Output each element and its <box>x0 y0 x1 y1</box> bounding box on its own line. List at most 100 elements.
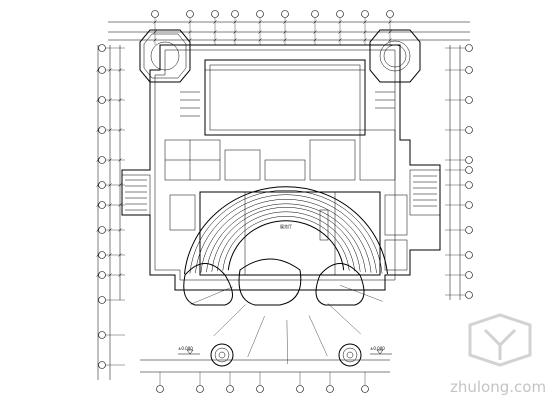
axis-bubble <box>156 385 164 393</box>
axis-bubble <box>98 44 106 52</box>
dim-tick <box>363 38 367 42</box>
east-stair <box>409 169 441 216</box>
axis-bubble <box>256 385 264 393</box>
dim-tick <box>388 38 392 42</box>
dim-tick <box>153 38 157 42</box>
axis-bubble <box>231 10 239 18</box>
axis-bubble <box>226 385 234 393</box>
elevation-left-label: ±0.000 <box>178 346 193 351</box>
dimension-ticks <box>96 20 392 277</box>
fountain-right <box>338 343 362 367</box>
dim-tick <box>118 98 122 102</box>
elevation-marker-left: ±0.000 <box>178 346 200 355</box>
axis-bubble <box>296 385 304 393</box>
dim-tick <box>283 20 287 24</box>
axis-bubble <box>98 296 106 304</box>
dim-tick <box>153 30 157 34</box>
dim-tick <box>96 98 100 102</box>
step-radial-line <box>190 286 233 305</box>
corner-tower-right <box>369 29 421 83</box>
step-arc <box>227 220 345 271</box>
dim-tick <box>283 38 287 42</box>
axis-bubble <box>465 126 473 134</box>
dim-tick <box>118 273 122 277</box>
dim-tick <box>118 203 122 207</box>
west-stair <box>121 174 151 216</box>
step-arc <box>217 211 355 272</box>
dim-tick <box>338 30 342 34</box>
dim-tick <box>338 20 342 24</box>
axis-bubble <box>211 10 219 18</box>
dim-tick <box>188 20 192 24</box>
axis-bubble <box>465 166 473 174</box>
elevation-marker-right: ±0.000 <box>370 346 392 355</box>
dim-tick <box>96 68 100 72</box>
front-bays <box>183 258 365 306</box>
axis-bubble <box>186 10 194 18</box>
dim-tick <box>363 20 367 24</box>
dim-tick <box>108 253 112 257</box>
axis-bubble <box>465 271 473 279</box>
dim-tick <box>388 20 392 24</box>
dimension-lines <box>97 21 470 380</box>
hall-label: 展览厅 <box>280 223 292 229</box>
dim-tick <box>258 20 262 24</box>
step-radial-line <box>286 319 288 365</box>
step-arc <box>189 190 383 274</box>
dim-tick <box>96 228 100 232</box>
axis-bubble <box>465 44 473 52</box>
dim-tick <box>118 228 122 232</box>
dim-tick <box>313 20 317 24</box>
axis-bubble <box>98 66 106 74</box>
dim-tick <box>118 183 122 187</box>
dim-tick <box>338 38 342 42</box>
axis-bubble <box>98 181 106 189</box>
axis-bubble <box>465 226 473 234</box>
dim-tick <box>108 68 112 72</box>
axis-bubble <box>465 251 473 259</box>
dim-tick <box>96 128 100 132</box>
axis-bubble <box>465 96 473 104</box>
dim-tick <box>258 30 262 34</box>
fountain-left <box>210 343 234 367</box>
axis-bubble <box>98 96 106 104</box>
dim-tick <box>108 228 112 232</box>
dim-tick <box>108 273 112 277</box>
axis-bubble <box>98 201 106 209</box>
dim-tick <box>313 38 317 42</box>
step-radial-line <box>339 285 383 302</box>
bottom-axis-bubbles <box>156 372 369 393</box>
dim-tick <box>96 203 100 207</box>
dim-tick <box>153 20 157 24</box>
axis-bubble <box>465 66 473 74</box>
axis-bubble <box>98 361 106 369</box>
dim-tick <box>233 30 237 34</box>
dim-tick <box>108 158 112 162</box>
step-radial-line <box>308 315 328 356</box>
dim-tick <box>96 273 100 277</box>
dim-tick <box>233 38 237 42</box>
building-outline <box>121 44 441 291</box>
dim-tick <box>233 20 237 24</box>
step-arc <box>222 216 350 271</box>
axis-bubble <box>98 331 106 339</box>
axis-bubble <box>386 10 394 18</box>
axis-bubble <box>151 10 159 18</box>
dim-tick <box>213 20 217 24</box>
step-arc <box>195 194 377 274</box>
dim-tick <box>118 128 122 132</box>
dim-tick <box>313 30 317 34</box>
axis-bubble <box>326 385 334 393</box>
axis-bubble <box>98 271 106 279</box>
dim-tick <box>283 30 287 34</box>
dim-tick <box>118 68 122 72</box>
dim-tick <box>118 253 122 257</box>
dim-tick <box>96 158 100 162</box>
dim-tick <box>96 183 100 187</box>
dim-tick <box>213 38 217 42</box>
axis-bubble <box>465 156 473 164</box>
service-rooms <box>164 91 408 271</box>
axis-bubble <box>196 385 204 393</box>
dim-tick <box>388 30 392 34</box>
dim-tick <box>96 253 100 257</box>
